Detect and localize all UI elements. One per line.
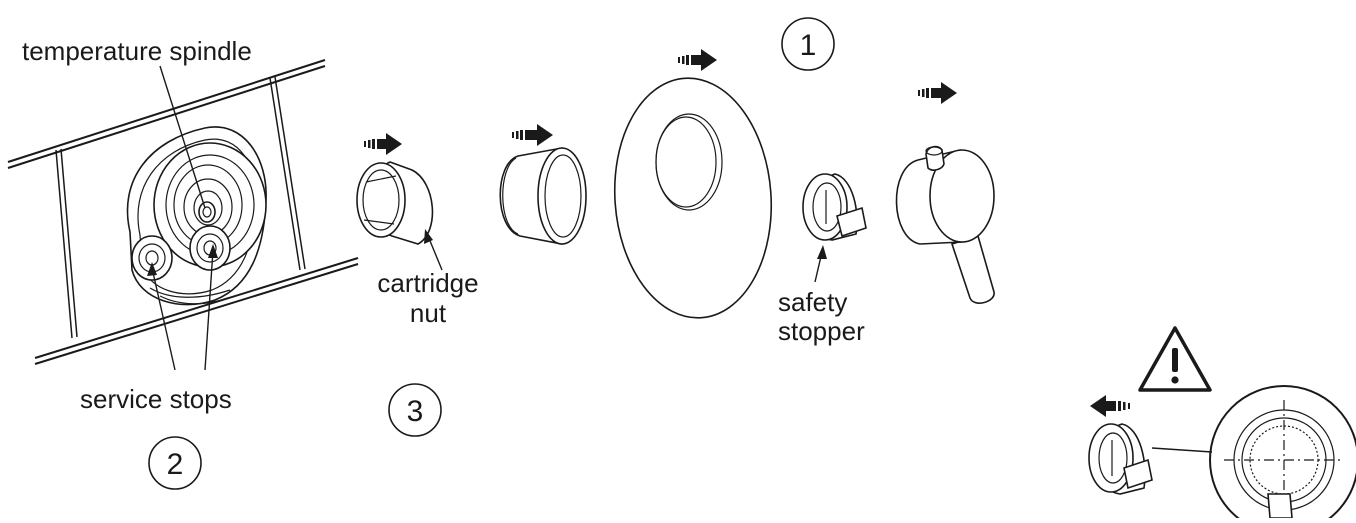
service-stops-leaders: [147, 244, 218, 371]
step-2-marker: 2: [148, 436, 202, 490]
warning-triangle-icon: [1138, 326, 1212, 392]
cartridge-nut-part: [356, 161, 434, 245]
safety-stopper-label-line1: safety: [778, 287, 847, 317]
step-1-number: 1: [800, 29, 817, 62]
handle-part: [895, 145, 995, 304]
detail-leader: [1151, 447, 1213, 453]
sleeve-part: [499, 147, 587, 245]
step-2-number: 2: [167, 448, 184, 481]
safety-stopper-leader: [814, 245, 827, 283]
arrow-left-icon: [1090, 395, 1130, 417]
safety-stopper-label-line2: stopper: [778, 316, 865, 346]
arrow-right-icon: [364, 133, 402, 155]
safety-stopper-part: [802, 173, 867, 241]
temperature-spindle-part: [198, 201, 216, 223]
arrow-right-icon: [918, 82, 957, 104]
service-stop-right: [189, 225, 231, 271]
concealing-plate-part: [613, 77, 773, 319]
cartridge-nut-label-line2: nut: [410, 298, 447, 328]
step-1-marker: 1: [781, 17, 835, 71]
temperature-spindle-label: temperature spindle: [22, 36, 252, 66]
safety-stopper-detail-part: [1088, 423, 1153, 495]
arrow-right-icon: [512, 124, 553, 146]
valve-body-illustration: [7, 59, 359, 365]
wall-tile-lines: [7, 59, 359, 365]
cartridge-nut-label-line1: cartridge: [377, 268, 478, 298]
step-3-number: 3: [407, 395, 424, 428]
detail-magnified-view: [1209, 385, 1356, 523]
temperature-spindle-leader: [159, 65, 206, 209]
step-3-marker: 3: [388, 383, 442, 437]
service-stops-label: service stops: [80, 384, 232, 414]
arrow-right-icon: [678, 49, 717, 71]
cartridge-nut-leader: [424, 229, 443, 271]
